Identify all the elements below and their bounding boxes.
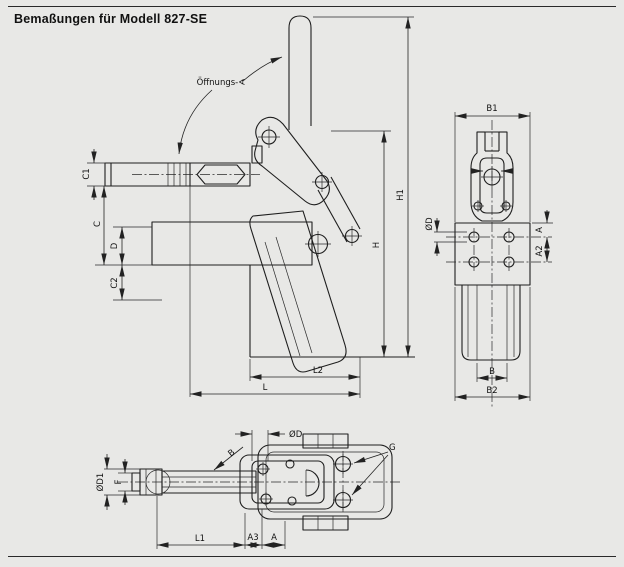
clevis-outline (470, 131, 514, 222)
dim-label-a3: A3 (247, 533, 258, 543)
dim-label-b1: B1 (486, 104, 497, 114)
plan-od-dimension: ØD (235, 429, 303, 461)
side-a-dimensions: A A2 (532, 210, 553, 262)
front-right-dimensions: H1 H (313, 16, 414, 357)
dim-label-plan-a: A (271, 533, 277, 543)
plan-bottom-dimensions: L1 A3 A (156, 496, 286, 549)
dim-label-h1: H1 (396, 189, 406, 201)
plan-g-annotation: G (351, 443, 396, 496)
opening-angle-annotation: Öffnungs-∢ (177, 56, 283, 155)
dim-label-c2: C2 (110, 277, 120, 288)
front-bottom-dimensions: L2 L (189, 186, 361, 398)
handle-outline (288, 15, 312, 130)
dim-label-h: H (372, 242, 382, 248)
dim-label-b2: B2 (486, 386, 497, 396)
front-left-dimensions: C1 C D C2 (82, 149, 162, 301)
dim-label-side-od: ØD (424, 217, 435, 231)
side-b1-dimension: B1 (454, 104, 531, 222)
front-view: Öffnungs-∢ C1 C D C2 (82, 15, 415, 398)
dim-label-l2: L2 (313, 366, 323, 376)
column-outline (461, 285, 521, 361)
bottom-border-rule (8, 556, 616, 557)
dim-label-g: G (389, 443, 396, 453)
dim-label-l1: L1 (195, 534, 205, 544)
dim-label-c1: C1 (82, 168, 92, 179)
dim-label-c: C (93, 221, 103, 227)
plan-b-annotation: B (213, 446, 244, 471)
linkage-outline (254, 116, 362, 257)
dim-label-a2: A2 (535, 245, 545, 256)
plan-body-outline (257, 433, 393, 531)
dim-label-plan-od: ØD (289, 429, 303, 440)
plan-view: ØD G B ØD1 F (95, 429, 402, 549)
body-outline (151, 210, 415, 373)
plan-mechanism-outline (239, 454, 335, 510)
side-bottom-dimensions: B B2 (454, 287, 531, 401)
dim-label-side-a: A (535, 227, 545, 233)
dim-label-b: B (489, 367, 495, 377)
dim-label-l: L (263, 383, 268, 393)
page-title: Bemaßungen für Modell 827-SE (14, 12, 208, 26)
dim-label-d: D (110, 242, 120, 249)
side-od-dimension: ØD (424, 217, 467, 256)
top-border-rule (8, 6, 616, 7)
mount-block-outline (446, 222, 552, 286)
dim-label-plan-b: B (226, 448, 237, 460)
plan-left-dimensions: ØD1 F (95, 454, 140, 510)
bar-outline (104, 145, 263, 187)
dim-label-od1: ØD1 (95, 473, 106, 492)
side-view: B1 (424, 104, 553, 407)
plan-bar-outline (131, 468, 257, 496)
opening-angle-label: Öffnungs-∢ (197, 77, 246, 88)
dim-label-f: F (114, 479, 124, 484)
